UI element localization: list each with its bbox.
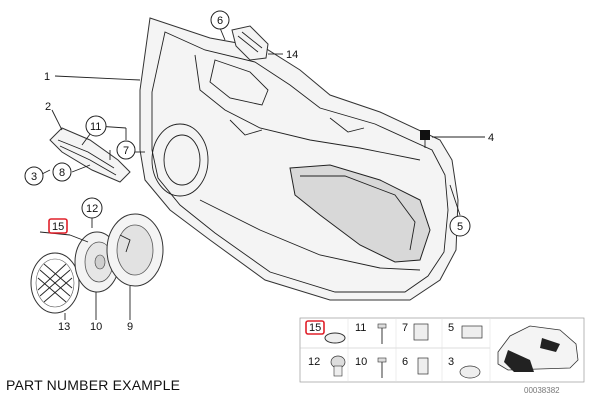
legend-item-3[interactable]: 3: [448, 356, 481, 379]
speaker-grille[interactable]: [30, 252, 80, 314]
door-trim-panel[interactable]: [139, 17, 459, 301]
callout-11[interactable]: 11: [85, 115, 107, 137]
svg-text:3: 3: [31, 171, 37, 183]
svg-text:10: 10: [90, 321, 102, 333]
svg-text:4: 4: [488, 132, 494, 144]
speaker-housing[interactable]: [106, 213, 164, 287]
leader-lines: [33, 27, 485, 320]
diagram-id-text: 00038382: [524, 386, 560, 395]
legend-item-11[interactable]: 11: [355, 322, 387, 344]
callout-13[interactable]: 13: [58, 321, 70, 333]
callout-2[interactable]: 2: [45, 101, 51, 113]
legend-item-10[interactable]: 10: [355, 356, 387, 378]
callout-6[interactable]: 6: [210, 10, 230, 30]
svg-text:12: 12: [308, 356, 320, 368]
tweeter-cover[interactable]: [49, 127, 131, 183]
legend-item-15[interactable]: 15: [305, 320, 346, 344]
callout-9[interactable]: 9: [127, 321, 133, 333]
svg-text:6: 6: [402, 356, 408, 368]
svg-text:7: 7: [402, 322, 408, 334]
svg-text:14: 14: [286, 49, 298, 61]
svg-text:11: 11: [90, 121, 101, 133]
svg-text:7: 7: [123, 145, 129, 157]
svg-text:3: 3: [448, 356, 454, 368]
callout-14[interactable]: 14: [286, 49, 298, 61]
grille-part-14[interactable]: [231, 25, 269, 61]
svg-text:8: 8: [59, 167, 65, 179]
car-locator-icon: [497, 325, 579, 372]
callout-4[interactable]: 4: [488, 132, 494, 144]
callout-12[interactable]: 12: [81, 197, 103, 219]
svg-text:15: 15: [52, 221, 64, 233]
svg-text:13: 13: [58, 321, 70, 333]
svg-text:15: 15: [309, 322, 321, 334]
legend-item-12[interactable]: 12: [308, 355, 346, 377]
callout-5[interactable]: 5: [449, 215, 471, 237]
callout-10[interactable]: 10: [90, 321, 102, 333]
svg-text:2: 2: [45, 101, 51, 113]
svg-text:5: 5: [457, 221, 463, 233]
clip-part-4[interactable]: [420, 130, 430, 148]
svg-text:5: 5: [448, 322, 454, 334]
legend-item-5[interactable]: 5: [448, 322, 483, 339]
legend-item-7[interactable]: 7: [402, 322, 429, 341]
callout-7[interactable]: 7: [116, 140, 136, 160]
part-number-example-label: PART NUMBER EXAMPLE: [6, 377, 181, 393]
svg-text:10: 10: [355, 356, 367, 368]
callout-1[interactable]: 1: [44, 71, 50, 83]
legend-item-6[interactable]: 6: [402, 356, 429, 375]
svg-text:11: 11: [355, 322, 366, 334]
svg-text:9: 9: [127, 321, 133, 333]
callout-8[interactable]: 8: [52, 162, 72, 182]
svg-text:6: 6: [217, 15, 223, 27]
small-parts-legend: 15 11 7 5 12 10 6: [299, 317, 585, 383]
callout-3[interactable]: 3: [24, 166, 44, 186]
svg-text:1: 1: [44, 71, 50, 83]
svg-text:12: 12: [86, 203, 98, 215]
callout-15[interactable]: 15: [48, 218, 68, 234]
